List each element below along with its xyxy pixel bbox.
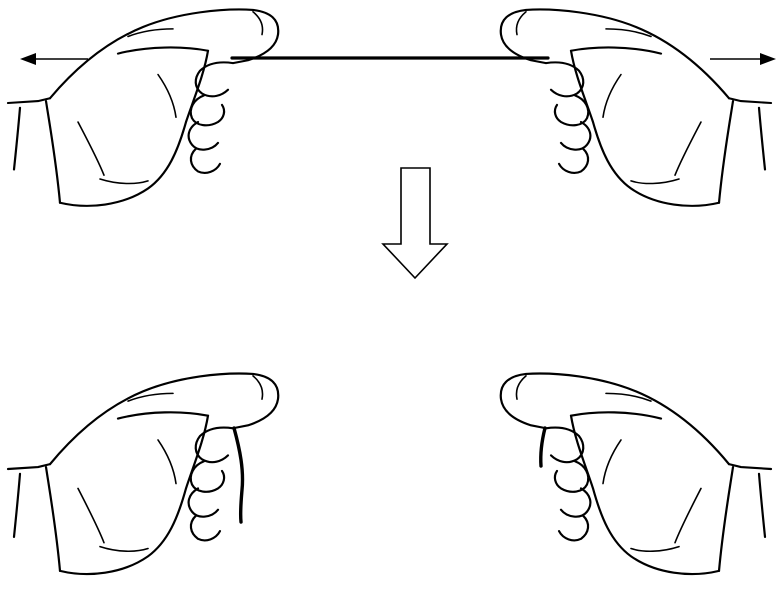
transition-down-arrow bbox=[383, 168, 447, 278]
pull-right-arrow bbox=[710, 53, 776, 65]
snapped-string-right bbox=[541, 428, 545, 466]
top-right-hand bbox=[501, 10, 771, 206]
top-left-hand bbox=[8, 10, 278, 206]
pull-left-arrow bbox=[20, 53, 88, 65]
bottom-right-hand bbox=[501, 374, 771, 574]
top-panel bbox=[8, 10, 776, 206]
bottom-panel bbox=[8, 374, 771, 574]
snapped-string-left bbox=[234, 428, 243, 522]
bottom-left-hand bbox=[8, 374, 278, 574]
